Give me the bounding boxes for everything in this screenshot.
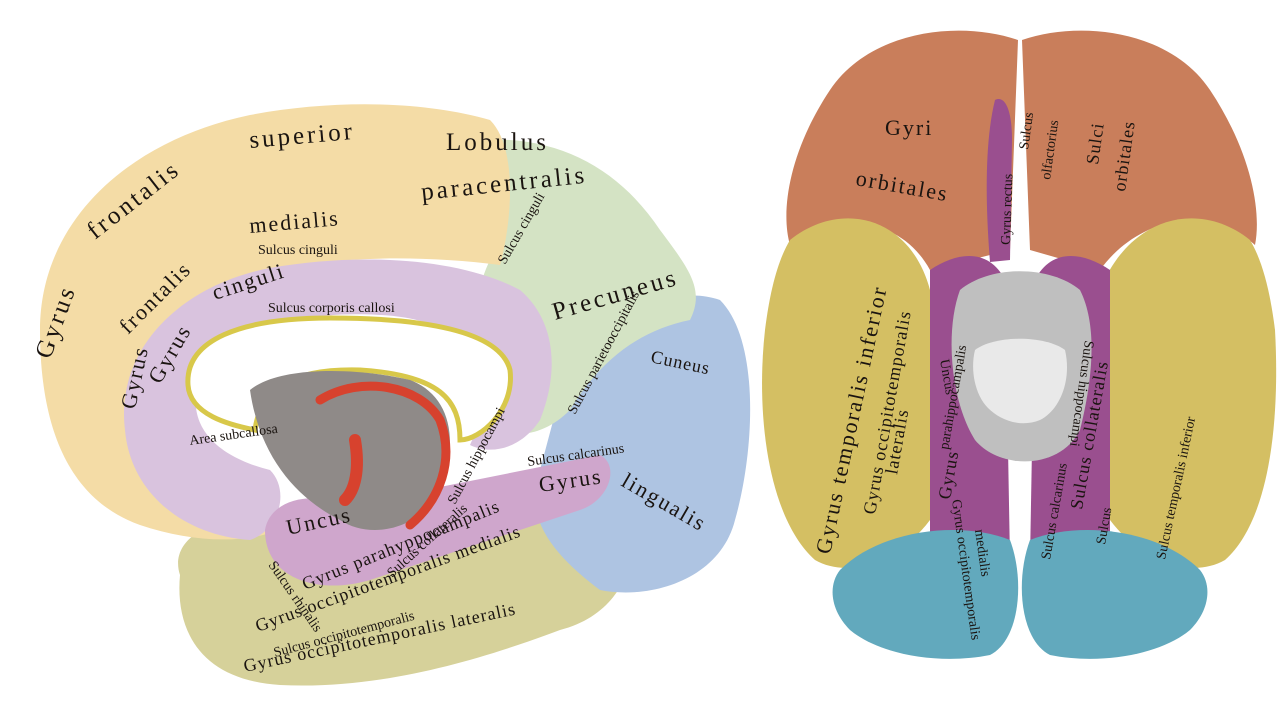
region-ventral-temporal-left <box>762 218 930 568</box>
region-ventral-temporal-right <box>1100 218 1277 568</box>
region-parahippocampal-medial <box>265 455 611 586</box>
region-ventral-occipital-left <box>832 530 1019 659</box>
fornix <box>315 381 451 530</box>
medial-brain-view: Gyrus frontalis superior Lobulus paracen… <box>30 104 751 686</box>
brainstem-inner <box>973 338 1068 424</box>
label-lobulus: Lobulus <box>446 129 549 156</box>
label-sulcus-2-ventral: Sulcus <box>1094 506 1115 545</box>
label-gyrus-ot-medialis-b: medialis <box>971 528 992 577</box>
thalamus-region <box>250 370 450 530</box>
label-gyrus-rectus: Gyrus rectus <box>999 174 1016 246</box>
region-ventral-occipital-right <box>1021 530 1208 659</box>
fornix-column <box>339 434 363 506</box>
gyrus-rectus-strip <box>986 99 1012 263</box>
label-uncus-ventral: Uncus <box>936 358 957 396</box>
label-gyri-orbitales-a: Gyri <box>885 115 933 140</box>
label-sulcus-corporis-callosi: Sulcus corporis callosi <box>268 301 395 316</box>
label-sulcus-olfactorius-a: Sulcus <box>1017 111 1037 150</box>
region-frontal-medial <box>40 104 510 540</box>
region-orbital-left <box>786 30 1018 271</box>
label-sulcus-cinguli-1: Sulcus cinguli <box>258 243 338 258</box>
region-orbital-right <box>1022 30 1257 271</box>
ventral-brain-view: Gyri orbitales Sulcus olfactorius Sulci … <box>762 30 1277 659</box>
